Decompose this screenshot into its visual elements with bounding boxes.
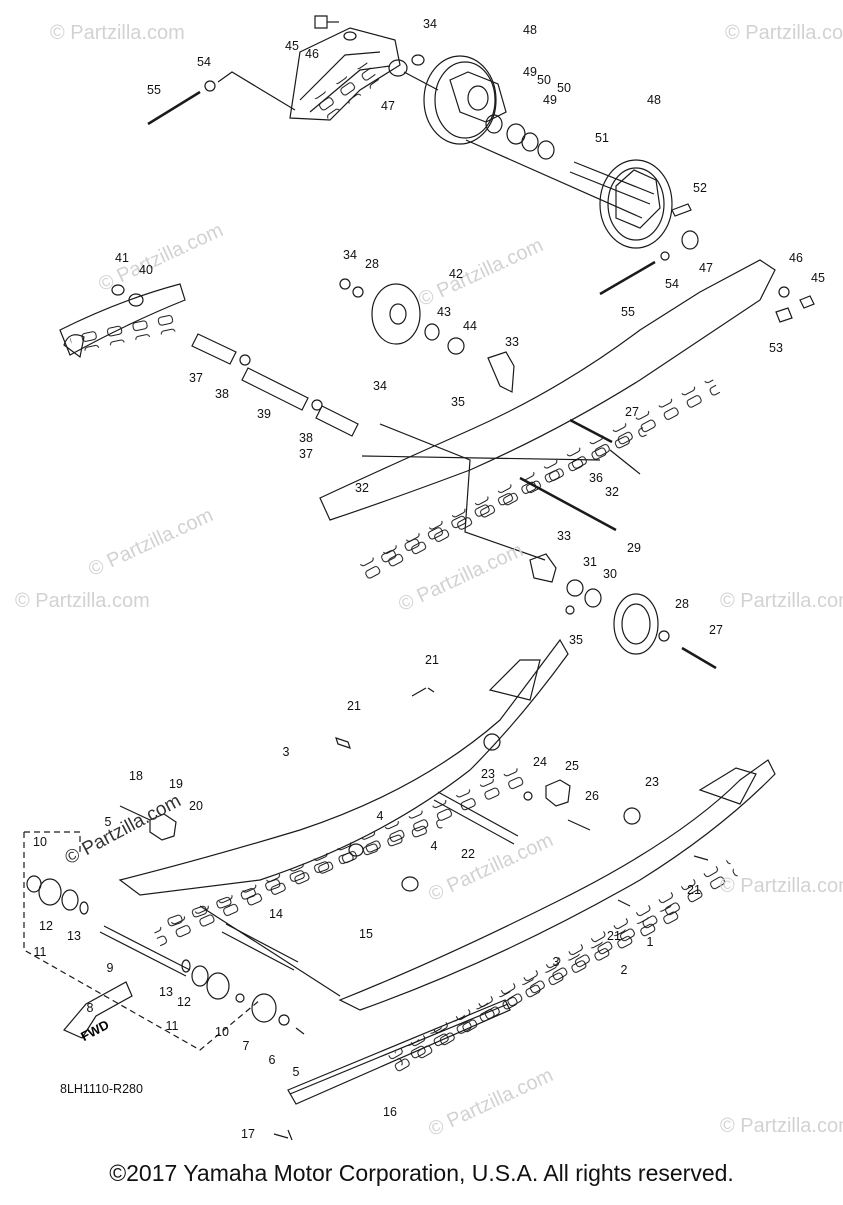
callout-label: 27: [709, 623, 723, 637]
callout-label: 2: [620, 963, 628, 977]
callout-label: 52: [693, 181, 707, 195]
callout-label: 4: [376, 809, 384, 823]
callout-label: 34: [423, 17, 437, 31]
callout-label: 34: [373, 379, 387, 393]
callout-label: 13: [159, 985, 173, 999]
slider-16: [287, 999, 511, 1105]
callout-label: 12: [177, 995, 191, 1009]
callout-label: 10: [215, 1025, 229, 1039]
callout-label: 55: [147, 83, 161, 97]
callout-label: 39: [257, 407, 271, 421]
callout-label: 49: [543, 93, 557, 107]
callout-label: 53: [769, 341, 783, 355]
callout-label: 35: [451, 395, 465, 409]
callout-label: 46: [305, 47, 319, 61]
callout-label: 43: [437, 305, 451, 319]
callout-label: 21: [347, 699, 361, 713]
callout-label: 12: [39, 919, 53, 933]
callout-label: 17: [241, 1127, 255, 1141]
callout-label: 49: [523, 65, 537, 79]
callout-label: 14: [269, 907, 283, 921]
callout-label: 35: [569, 633, 583, 647]
callout-label: 40: [139, 263, 153, 277]
callout-label: 25: [565, 759, 579, 773]
callout-label: 5: [292, 1065, 300, 1079]
callout-label: 48: [523, 23, 537, 37]
callout-label: 42: [449, 267, 463, 281]
callout-label: 28: [675, 597, 689, 611]
slide-rail-right: [338, 759, 776, 1011]
callout-label: 4: [430, 839, 438, 853]
callout-label: 10: [33, 835, 47, 849]
callout-label: 5: [104, 815, 112, 829]
callout-label: 11: [33, 945, 47, 959]
callout-label: 36: [589, 471, 603, 485]
callout-label: 54: [197, 55, 211, 69]
callout-label: 33: [557, 529, 571, 543]
callout-label: 41: [115, 251, 129, 265]
callout-label: 21: [425, 653, 439, 667]
callout-label: 47: [381, 99, 395, 113]
callout-label: 47: [699, 261, 713, 275]
callout-label: 11: [165, 1019, 179, 1033]
callout-label: 22: [461, 847, 475, 861]
callout-label: 23: [481, 767, 495, 781]
callout-label: 23: [645, 775, 659, 789]
callout-label: 6: [268, 1053, 276, 1067]
upper-rail: [319, 259, 776, 521]
callout-label: 50: [537, 73, 551, 87]
callout-label: 20: [189, 799, 203, 813]
callout-label: 28: [365, 257, 379, 271]
diagram-code: 8LH1110-R280: [60, 1082, 143, 1096]
copyright-notice: ©2017 Yamaha Motor Corporation, U.S.A. A…: [109, 1160, 734, 1186]
callout-label: 50: [557, 81, 571, 95]
callout-label: 16: [383, 1105, 397, 1119]
callout-label: 7: [242, 1039, 250, 1053]
callout-label: 1: [646, 935, 654, 949]
callout-label: 37: [299, 447, 313, 461]
callout-label: 33: [505, 335, 519, 349]
callout-label: 34: [343, 248, 357, 262]
slide-rail-left: [118, 638, 569, 896]
callout-label: 38: [215, 387, 229, 401]
callout-label: 9: [106, 961, 114, 975]
callout-label: 18: [129, 769, 143, 783]
callout-label: 37: [189, 371, 203, 385]
callout-label: 15: [359, 927, 373, 941]
callout-label: 44: [463, 319, 477, 333]
callout-label: 31: [583, 555, 597, 569]
callout-label: 19: [169, 777, 183, 791]
callout-label: 3: [282, 745, 290, 759]
callout-label: 54: [665, 277, 679, 291]
callout-label: 29: [627, 541, 641, 555]
callout-label: 51: [595, 131, 609, 145]
callout-label: 27: [625, 405, 639, 419]
callout-label: 3: [552, 955, 560, 969]
callout-label: 21: [687, 883, 701, 897]
callout-label: 26: [585, 789, 599, 803]
upper-frame-left: [289, 27, 401, 121]
callout-label: 13: [67, 929, 81, 943]
callout-label: 38: [299, 431, 313, 445]
callout-label: 8: [86, 1001, 94, 1015]
callout-label: 32: [355, 481, 369, 495]
callout-label: 46: [789, 251, 803, 265]
callout-label: 45: [285, 39, 299, 53]
callout-label: 32: [605, 485, 619, 499]
callout-label: 45: [811, 271, 825, 285]
callout-label: 24: [533, 755, 547, 769]
callout-label: 48: [647, 93, 661, 107]
callout-label: 30: [603, 567, 617, 581]
callout-label: 21: [607, 929, 621, 943]
callout-label: 55: [621, 305, 635, 319]
